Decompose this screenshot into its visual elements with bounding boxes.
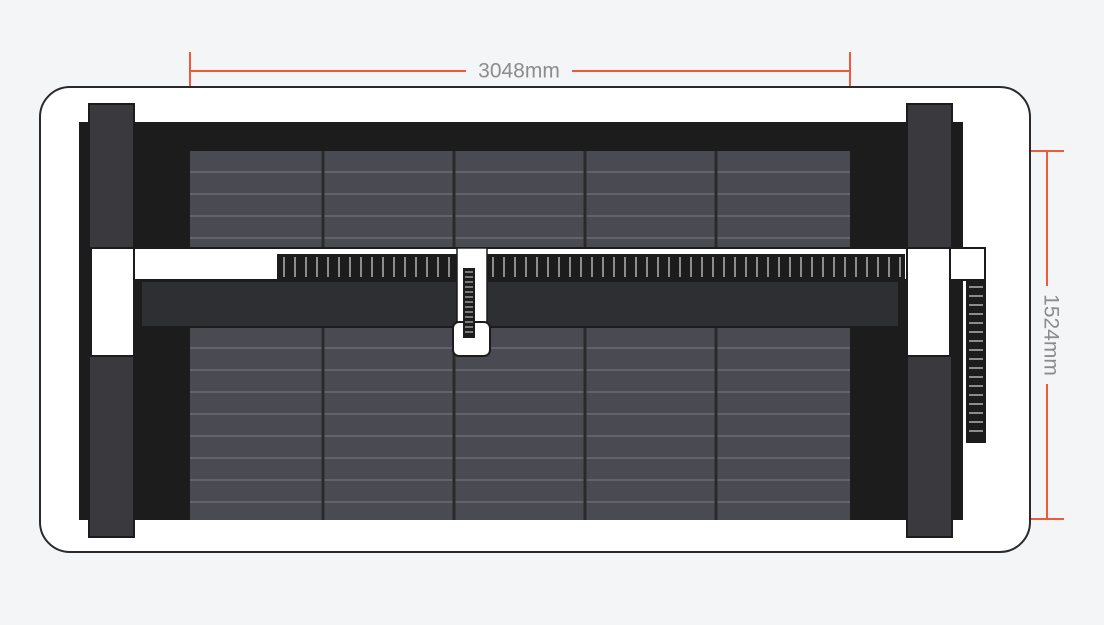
left-y-rail-upper <box>88 103 135 250</box>
gantry-right-carriage <box>906 247 951 357</box>
work-bed-surface <box>190 151 850 520</box>
height-dimension: 1524mm <box>1030 150 1064 520</box>
laser-head-chain <box>463 268 475 338</box>
y-drag-chain <box>966 281 986 443</box>
gantry-left-carriage <box>90 247 135 357</box>
work-bed-dividers <box>321 151 718 520</box>
laser-head <box>452 247 491 357</box>
work-bed <box>190 151 850 520</box>
width-dimension-label: 3048mm <box>478 60 560 83</box>
gantry-beam-body <box>140 280 900 328</box>
height-dimension-label: 1524mm <box>1039 294 1062 376</box>
right-y-rail-upper <box>906 103 953 250</box>
y-drag-chain-links <box>969 286 983 432</box>
y-drag-chain-body <box>966 281 986 443</box>
laser-head-chain-links <box>465 271 473 333</box>
gantry <box>90 247 986 357</box>
right-y-rail-lower <box>906 355 953 538</box>
width-dimension: 3048mm <box>189 52 851 86</box>
left-y-rail <box>88 103 135 538</box>
x-drag-chain <box>277 254 905 280</box>
left-y-rail-lower <box>88 355 135 538</box>
x-drag-chain-links <box>283 257 901 277</box>
